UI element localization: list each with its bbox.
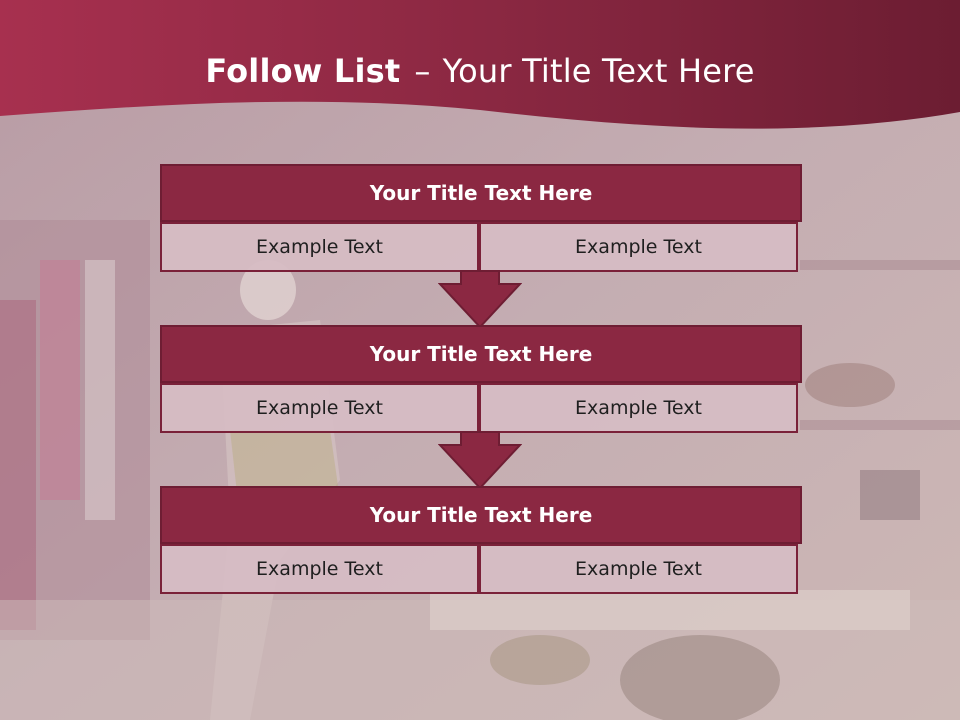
page-title-main: Follow List xyxy=(205,52,401,90)
block-cell-right: Example Text xyxy=(479,544,798,594)
block-title: Your Title Text Here xyxy=(160,164,802,222)
page-title: Follow List–Your Title Text Here xyxy=(0,52,960,90)
header-band xyxy=(0,0,960,129)
block-cell-right: Example Text xyxy=(479,383,798,433)
block-cell-left: Example Text xyxy=(160,383,479,433)
block-cell-left: Example Text xyxy=(160,222,479,272)
block-title: Your Title Text Here xyxy=(160,486,802,544)
page-title-sub: Your Title Text Here xyxy=(442,52,755,90)
block-cell-left: Example Text xyxy=(160,544,479,594)
down-arrow-icon xyxy=(438,431,522,490)
page-title-separator: – xyxy=(414,52,431,90)
block-title: Your Title Text Here xyxy=(160,325,802,383)
block-cell-right: Example Text xyxy=(479,222,798,272)
down-arrow-icon xyxy=(438,270,522,329)
